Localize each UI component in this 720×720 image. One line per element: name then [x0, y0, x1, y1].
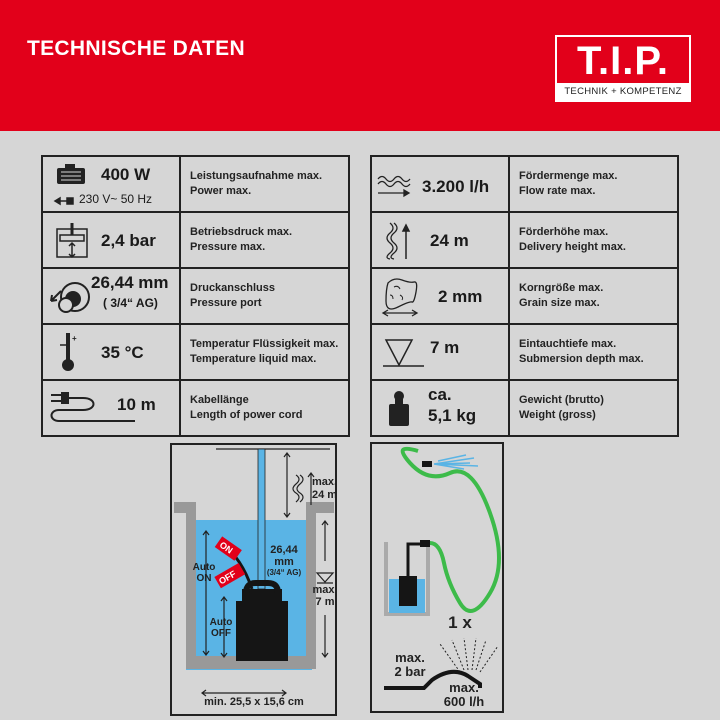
power-cord-icon: [50, 392, 135, 422]
spec-row-power: 400 W 230 V~ 50 Hz Leistungsaufnahme max…: [41, 155, 350, 213]
svg-text:Auto: Auto: [193, 562, 216, 573]
pump-icon: [236, 589, 288, 661]
pump-icon: [399, 576, 417, 606]
submersion-icon: [383, 339, 424, 367]
thermometer-icon: +: [60, 333, 77, 371]
motor-icon: [53, 164, 85, 206]
svg-text:(3/4“ AG): (3/4“ AG): [267, 568, 302, 577]
spec-row-temperature: + 35 °C Temperatur Flüssigkeit max.Tempe…: [41, 323, 350, 381]
page-title: TECHNISCHE DATEN: [27, 37, 245, 60]
sprinkler-spray: [439, 637, 499, 673]
svg-text:max.: max.: [312, 584, 335, 596]
svg-text:OFF: OFF: [211, 628, 231, 639]
water-spray: [433, 454, 479, 470]
flow-icon: [377, 175, 411, 198]
svg-text:24 m: 24 m: [312, 489, 335, 501]
height-icon: [386, 222, 411, 260]
spec-row-flow: 3.200 l/h Fördermenge max.Flow rate max.: [370, 155, 679, 213]
spec-row-grain: 2 mm Korngröße max.Grain size max.: [370, 267, 679, 325]
svg-text:ON: ON: [197, 573, 212, 584]
svg-text:+: +: [72, 334, 77, 343]
svg-text:max.: max.: [395, 650, 425, 665]
svg-text:Auto: Auto: [210, 617, 233, 628]
weight-icon: [389, 391, 409, 426]
header: TECHNISCHE DATEN T.I.P. TECHNIK + KOMPET…: [0, 0, 720, 131]
svg-text:1 x: 1 x: [448, 613, 472, 632]
garden-diagram: 1 x max. 2 bar max. 600 l/h: [370, 442, 504, 713]
grain-icon: [381, 278, 419, 317]
port-icon: [50, 282, 90, 313]
spec-row-pressure: 2,4 bar Betriebsdruck max.Pressure max.: [41, 211, 350, 269]
svg-text:600 l/h: 600 l/h: [444, 694, 485, 709]
spec-table-right: 3.200 l/h Fördermenge max.Flow rate max.…: [370, 155, 679, 437]
spec-row-height: 24 m Förderhöhe max.Delivery height max.: [370, 211, 679, 269]
spec-row-weight: ca. 5,1 kg Gewicht (brutto)Weight (gross…: [370, 379, 679, 437]
svg-text:2 bar: 2 bar: [394, 664, 425, 679]
spec-row-submersion: 7 m Eintauchtiefe max.Submersion depth m…: [370, 323, 679, 381]
discharge-pipe: [257, 448, 266, 590]
spec-table-left: 400 W 230 V~ 50 Hz Leistungsaufnahme max…: [41, 155, 350, 437]
svg-text:7 m: 7 m: [316, 596, 335, 608]
svg-text:26,44: 26,44: [270, 544, 298, 556]
pressure-icon: [56, 223, 88, 259]
svg-text:max.: max.: [312, 476, 335, 488]
svg-text:max.: max.: [449, 680, 479, 695]
well-wall: [174, 502, 334, 669]
installation-diagram: ON OFF max. 24 m 26,44 mm (3/4“ AG) max.…: [170, 443, 338, 716]
tip-logo: T.I.P. TECHNIK + KOMPETENZ: [555, 35, 691, 102]
svg-text:mm: mm: [274, 556, 294, 568]
hose: [400, 446, 501, 613]
sprinkler-icon: [384, 669, 482, 690]
svg-text:min. 25,5 x 15,6 cm: min. 25,5 x 15,6 cm: [204, 696, 304, 708]
